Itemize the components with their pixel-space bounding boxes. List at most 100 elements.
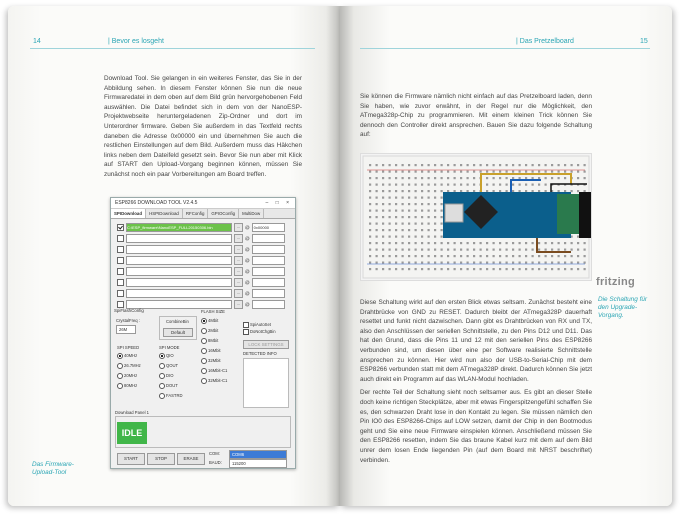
address-field[interactable] bbox=[251, 288, 285, 298]
browse-button[interactable]: ... bbox=[234, 266, 243, 276]
address-field[interactable] bbox=[251, 255, 285, 265]
tab-spidownload[interactable]: SPIDownload bbox=[111, 209, 147, 218]
spi-speed-option[interactable]: 26.7MHz bbox=[117, 363, 141, 369]
left-running-head: | Bevor es losgeht bbox=[108, 38, 164, 45]
file-row-checkbox[interactable] bbox=[117, 267, 124, 275]
spi-mode-option-label: QIO bbox=[166, 353, 174, 359]
browse-button[interactable]: ... bbox=[234, 299, 243, 309]
flash-size-option[interactable]: 8Mbit bbox=[201, 338, 218, 344]
baud-select[interactable]: 115200 bbox=[229, 459, 287, 468]
spi-mode-option[interactable]: DIO bbox=[159, 373, 173, 379]
file-row-checkbox[interactable] bbox=[117, 300, 124, 308]
browse-button[interactable]: ... bbox=[234, 288, 243, 298]
address-field[interactable] bbox=[251, 244, 285, 254]
brown-wire bbox=[536, 238, 571, 253]
at-sign: @ bbox=[245, 257, 250, 263]
crystal-value: 26M bbox=[119, 327, 128, 332]
erase-button[interactable]: ERASE bbox=[177, 453, 205, 465]
tool-title: ESP8266 DOWNLOAD TOOL V2.4.5 bbox=[115, 200, 198, 206]
baud-value: 115200 bbox=[232, 461, 246, 466]
file-row-checkbox[interactable] bbox=[117, 234, 124, 242]
tab-rfconfig[interactable]: RFConfig bbox=[183, 209, 209, 218]
flash-size-label: FLASH SIZE bbox=[201, 309, 225, 314]
open-book: 14 | Bevor es losgeht Download Tool. Sie… bbox=[8, 6, 672, 512]
browse-button[interactable]: ... bbox=[234, 222, 243, 232]
browse-button[interactable]: ... bbox=[234, 233, 243, 243]
fritzing-logo: fritzing bbox=[596, 276, 636, 288]
spi-speed-option[interactable]: 20MHz bbox=[117, 373, 137, 379]
radio-icon bbox=[159, 363, 165, 369]
tab-gpioconfig[interactable]: GPIOConfig bbox=[208, 209, 240, 218]
file-row-checkbox[interactable] bbox=[117, 245, 124, 253]
file-path-field[interactable]: C:\ESP_firmware\NanoESP_FULL20150306.bin bbox=[126, 222, 232, 232]
address-field[interactable] bbox=[251, 299, 285, 309]
spi-mode-option[interactable]: QOUT bbox=[159, 363, 178, 369]
right-paragraph-1: Diese Schaltung wirkt auf den ersten Bli… bbox=[360, 299, 592, 383]
flash-size-option[interactable]: 16Mbit bbox=[201, 348, 221, 354]
spi-mode-option[interactable]: QIO bbox=[159, 353, 174, 359]
start-button[interactable]: START bbox=[117, 453, 145, 465]
file-row-checkbox[interactable] bbox=[117, 278, 124, 286]
spi-speed-label: SPI SPEED bbox=[117, 345, 140, 350]
browse-button[interactable]: ... bbox=[234, 277, 243, 287]
right-body-text: Diese Schaltung wirkt auf den ersten Bli… bbox=[360, 298, 592, 469]
spi-flash-config-label: SpiFlashConfig bbox=[114, 308, 144, 313]
spi-mode-option[interactable]: FASTRD bbox=[159, 393, 183, 399]
crystal-select[interactable]: 26M bbox=[116, 325, 136, 334]
download-panel-label: Download Panel 1 bbox=[115, 410, 149, 415]
address-field[interactable]: 0x00000 bbox=[251, 222, 285, 232]
com-select[interactable]: COM6 bbox=[229, 450, 287, 459]
address-field[interactable] bbox=[251, 233, 285, 243]
address-field[interactable] bbox=[251, 277, 285, 287]
right-page-number: 15 bbox=[640, 38, 648, 45]
pretzelboard bbox=[443, 192, 571, 238]
file-row: ...@ bbox=[117, 299, 285, 309]
address-field[interactable] bbox=[251, 266, 285, 276]
file-path-field[interactable] bbox=[126, 255, 232, 265]
window-controls[interactable]: – □ × bbox=[265, 200, 292, 206]
spi-auto-set[interactable]: SpiAutoSet bbox=[243, 322, 271, 328]
flash-size-option[interactable]: 2Mbit bbox=[201, 328, 218, 334]
stop-button[interactable]: STOP bbox=[147, 453, 175, 465]
radio-icon bbox=[159, 353, 165, 359]
spi-speed-option[interactable]: 40MHz bbox=[117, 353, 137, 359]
at-sign: @ bbox=[245, 235, 250, 241]
left-caption: Das Firmware-Upload-Tool bbox=[32, 461, 74, 476]
spi-speed-option-label: 20MHz bbox=[124, 373, 138, 379]
file-row-checkbox[interactable] bbox=[117, 289, 124, 297]
file-path-field[interactable] bbox=[126, 277, 232, 287]
flash-size-option[interactable]: 16Mbit-C1 bbox=[201, 368, 227, 374]
tab-multidownload[interactable]: MultiDow bbox=[239, 209, 265, 218]
file-path-field[interactable] bbox=[126, 288, 232, 298]
radio-icon bbox=[159, 393, 165, 399]
right-intro: Sie können die Firmware nämlich nicht ei… bbox=[360, 93, 592, 139]
yellow-wire bbox=[480, 173, 572, 192]
file-row: ...@ bbox=[117, 233, 285, 243]
default-button[interactable]: Default bbox=[163, 328, 193, 337]
radio-icon bbox=[201, 318, 207, 324]
tool-titlebar: ESP8266 DOWNLOAD TOOL V2.4.5 – □ × bbox=[111, 198, 295, 209]
flash-size-option[interactable]: 4Mbit bbox=[201, 318, 218, 324]
at-sign: @ bbox=[245, 224, 250, 230]
file-path-field[interactable] bbox=[126, 299, 232, 309]
right-running-head: | Das Pretzelboard bbox=[516, 38, 574, 45]
right-page: | Das Pretzelboard 15 Sie können die Fir… bbox=[340, 6, 672, 506]
flash-size-option[interactable]: 32Mbit bbox=[201, 358, 221, 364]
file-path-field[interactable] bbox=[126, 233, 232, 243]
file-row-checkbox[interactable] bbox=[117, 223, 124, 231]
file-row-checkbox[interactable] bbox=[117, 256, 124, 264]
spi-speed-option[interactable]: 80MHz bbox=[117, 383, 137, 389]
left-page-number: 14 bbox=[33, 38, 41, 45]
breadboard-svg bbox=[362, 155, 629, 279]
spi-mode-option[interactable]: DOUT bbox=[159, 383, 178, 389]
file-path-field[interactable] bbox=[126, 244, 232, 254]
flash-size-option[interactable]: 32Mbit-C1 bbox=[201, 378, 227, 384]
esp8266-module bbox=[579, 192, 629, 238]
browse-button[interactable]: ... bbox=[234, 255, 243, 265]
lock-settings-button[interactable]: LOCK SETTINGS bbox=[243, 340, 289, 349]
do-not-chg-bin[interactable]: DoNotChgBin bbox=[243, 329, 276, 335]
browse-button[interactable]: ... bbox=[234, 244, 243, 254]
file-path-field[interactable] bbox=[126, 266, 232, 276]
tab-hspidownload[interactable]: HSPIDownload bbox=[146, 209, 183, 218]
left-paragraph: Download Tool. Sie gelangen in ein weite… bbox=[104, 75, 302, 178]
